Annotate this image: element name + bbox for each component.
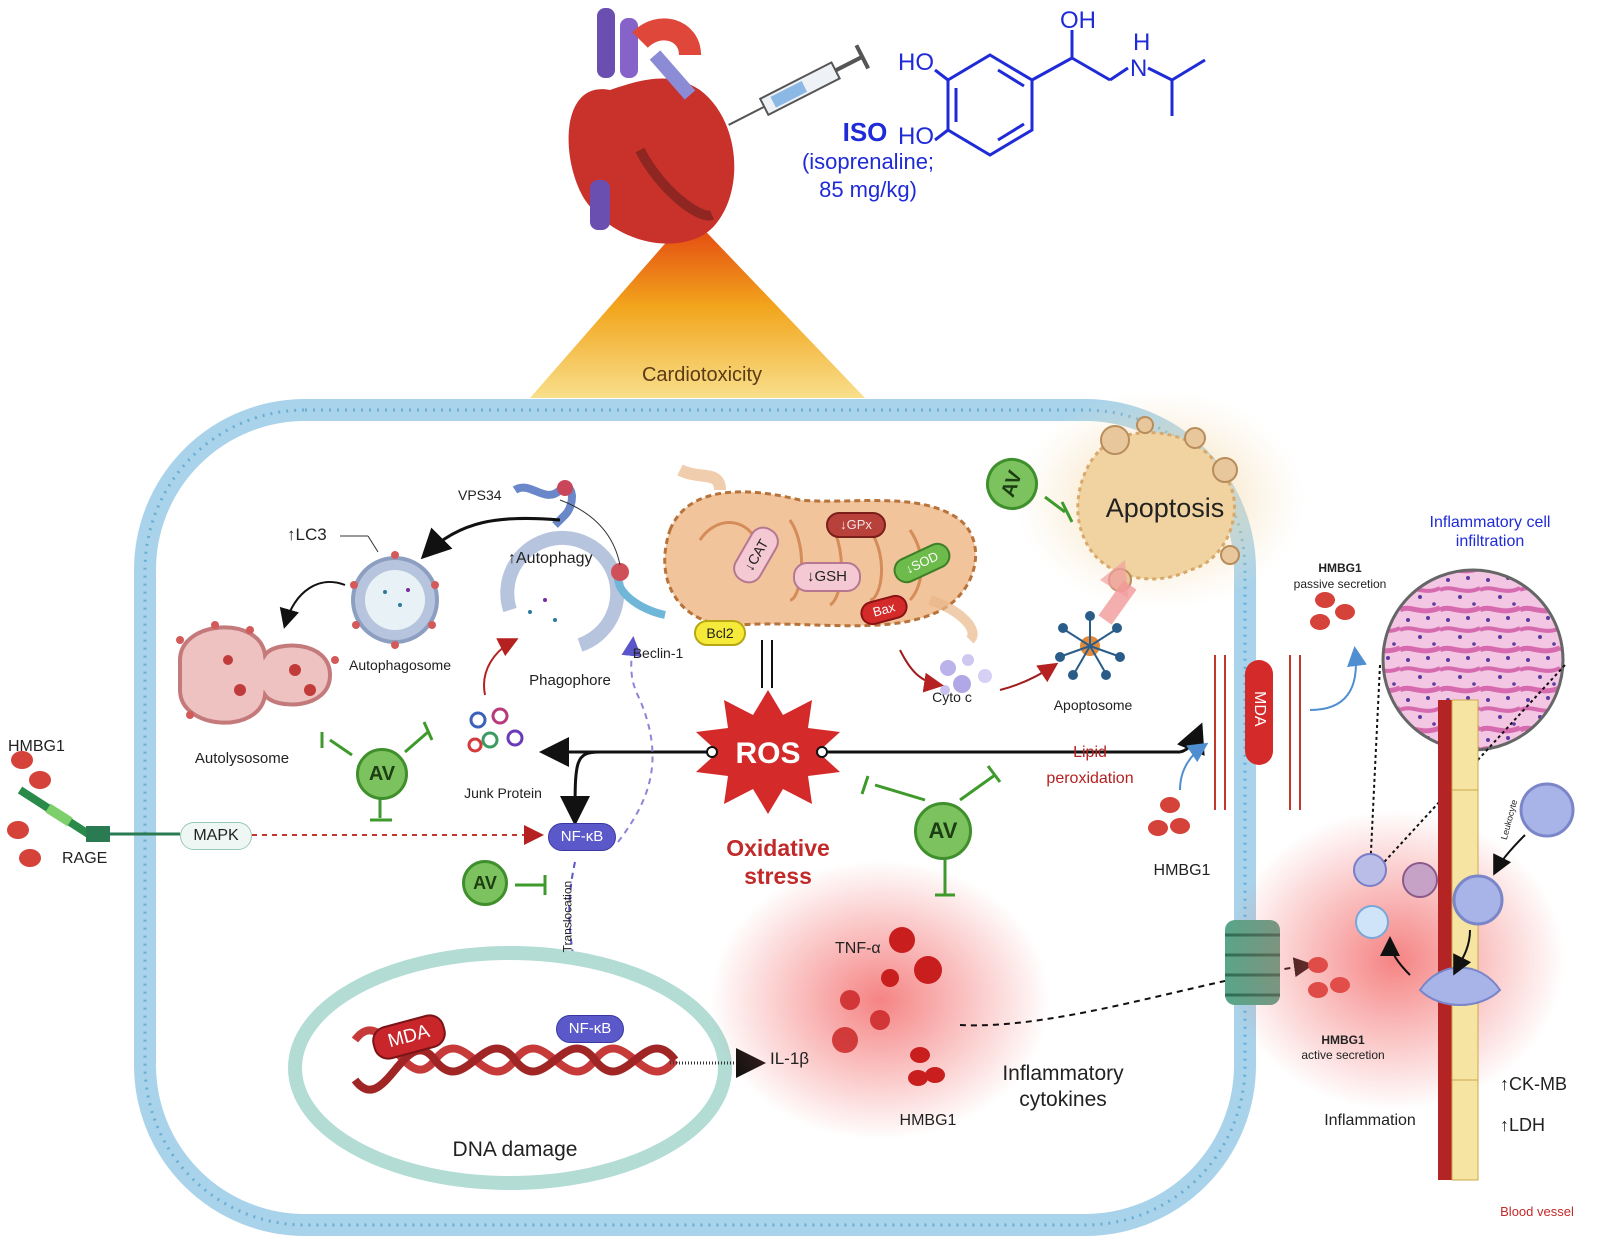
hmgb1-left-label: HMBG1 bbox=[8, 738, 65, 755]
cytokine-glow bbox=[710, 860, 1050, 1140]
membrane-mda-label: MDA bbox=[1250, 691, 1268, 727]
av-inhibition-lines bbox=[320, 495, 1074, 897]
autophagy-up-label: ↑Autophagy bbox=[508, 550, 593, 567]
cytokine-particles bbox=[832, 927, 945, 1086]
isoprenaline-structure bbox=[934, 30, 1206, 157]
junk-protein-label: Junk Protein bbox=[464, 785, 542, 801]
oxidative-stress-line1: Oxidative bbox=[726, 835, 830, 861]
dna-damage-label: DNA damage bbox=[452, 1138, 578, 1161]
infiltration-line1: Inflammatory cell bbox=[1429, 514, 1551, 531]
cytokine-hmgb1-label: HMBG1 bbox=[899, 1112, 957, 1129]
ros-label: ROS bbox=[735, 737, 801, 770]
lipid-peroxidation-line1: Lipid bbox=[1073, 744, 1107, 761]
syringe-icon bbox=[728, 44, 870, 126]
passive-secretion-sub: passive secretion bbox=[1293, 577, 1387, 591]
autolysosome-label: Autolysosome bbox=[194, 750, 290, 767]
nfkb-cytoplasm-badge: NF-κB bbox=[548, 823, 616, 851]
inflammatory-cytokines-line1: Inflammatory bbox=[1002, 1062, 1124, 1085]
hmgb1-left-particles bbox=[7, 751, 51, 867]
mito-gsh-label: ↓GSH bbox=[793, 562, 861, 592]
ldh-label: ↑LDH bbox=[1500, 1115, 1546, 1135]
cardiotoxicity-triangle bbox=[530, 215, 865, 398]
autophagosome-icon bbox=[350, 551, 439, 649]
heart-icon bbox=[568, 8, 735, 244]
beclin1-label: Beclin-1 bbox=[632, 645, 684, 661]
apoptosome-label: Apoptosome bbox=[1053, 697, 1133, 713]
drug-chem-n: N bbox=[1130, 55, 1148, 82]
drug-detail-line1: (isoprenaline; bbox=[801, 149, 935, 174]
blood-vessel-label: Blood vessel bbox=[1500, 1204, 1574, 1219]
inflammatory-cytokines-line2: cytokines bbox=[1019, 1088, 1107, 1111]
cyto-c-label: Cyto c bbox=[932, 689, 972, 705]
blood-vessel bbox=[1438, 699, 1479, 1181]
apoptotic-cell bbox=[1015, 390, 1305, 610]
ros-burst bbox=[696, 690, 840, 814]
rage-receptor bbox=[17, 786, 180, 842]
apoptosome-icon bbox=[1055, 611, 1125, 680]
autolysosome-icon bbox=[176, 621, 339, 725]
mapk-badge: MAPK bbox=[180, 822, 252, 850]
lipid-bilayer bbox=[1214, 655, 1301, 810]
il1b-label: IL-1β bbox=[770, 1049, 810, 1068]
leukocytes bbox=[1353, 782, 1575, 1006]
phagophore-label: Phagophore bbox=[529, 672, 611, 689]
vps34-icon bbox=[512, 480, 576, 528]
passive-secretion-title: HMBG1 bbox=[1318, 561, 1362, 575]
vps34-label: VPS34 bbox=[458, 487, 502, 503]
drug-chem-h: H bbox=[1133, 29, 1151, 56]
bcl2-badge: Bcl2 bbox=[694, 620, 746, 646]
junk-protein-icon bbox=[467, 707, 524, 753]
dna-helix bbox=[351, 1026, 679, 1094]
beclin1-icon bbox=[611, 563, 666, 619]
rage-label: RAGE bbox=[62, 850, 108, 867]
autophagosome-label: Autophagosome bbox=[349, 657, 451, 673]
oxidative-stress-line2: stress bbox=[744, 863, 812, 889]
drug-chem-ho-1: HO bbox=[898, 49, 934, 76]
inflammation-label: Inflammation bbox=[1324, 1112, 1416, 1129]
drug-detail-line2: 85 mg/kg) bbox=[819, 177, 917, 202]
translocation-label: Translocation bbox=[560, 880, 575, 953]
av-ros-badge: AV bbox=[914, 802, 972, 860]
membrane-hmgb1-label: HMBG1 bbox=[1153, 862, 1211, 879]
ck-mb-label: ↑CK-MB bbox=[1500, 1074, 1567, 1094]
phagophore-icon bbox=[500, 530, 625, 652]
av-autophagy-badge: AV bbox=[356, 748, 408, 800]
drug-name: ISO bbox=[842, 117, 888, 147]
cardiotoxicity-label: Cardiotoxicity bbox=[641, 364, 763, 386]
tnf-alpha-label: TNF-α bbox=[835, 940, 881, 957]
apoptosis-label: Apoptosis bbox=[1105, 493, 1225, 523]
active-secretion-title: HMBG1 bbox=[1321, 1033, 1365, 1047]
mitochondrion bbox=[663, 464, 978, 644]
drug-chem-ho-2: HO bbox=[898, 123, 934, 150]
nfkb-nucleus-badge: NF-κB bbox=[556, 1015, 624, 1043]
lc3-label: ↑LC3 bbox=[287, 525, 327, 544]
drug-chem-oh-top: OH bbox=[1060, 7, 1096, 34]
lipid-peroxidation-line2: peroxidation bbox=[1046, 770, 1134, 787]
av-nfkb-badge: AV bbox=[462, 860, 508, 906]
mito-gpx-label: ↓GPx bbox=[826, 512, 886, 538]
inflammation-glow bbox=[1225, 810, 1565, 1110]
infiltration-line2: infiltration bbox=[1455, 533, 1525, 550]
active-secretion-sub: active secretion bbox=[1301, 1048, 1385, 1062]
